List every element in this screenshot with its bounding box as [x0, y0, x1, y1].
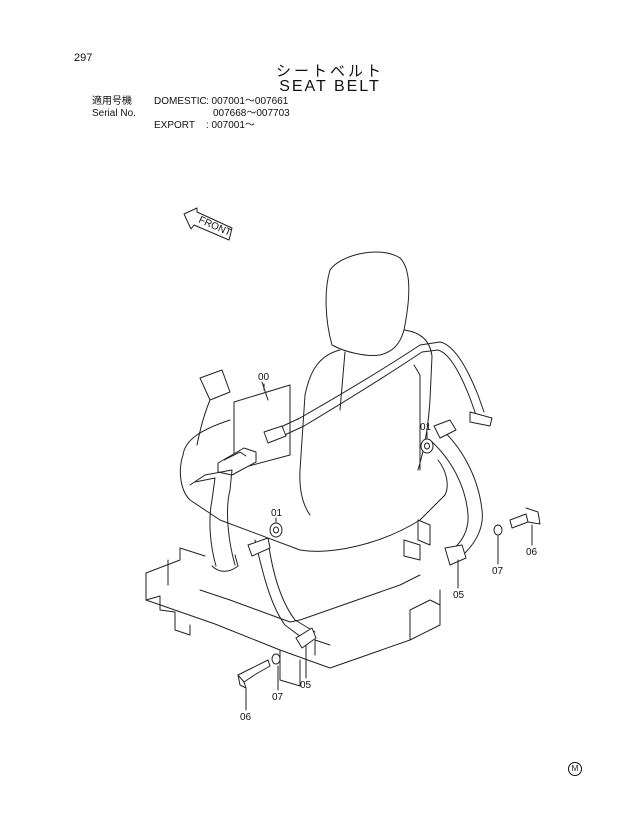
- seat-back: [299, 251, 433, 516]
- left-washer-part: [271, 653, 281, 665]
- callout-00: 00: [258, 372, 270, 383]
- serial-range-domestic-2: 007668～007703: [213, 108, 290, 119]
- front-arrow-icon: FRONT: [183, 207, 233, 241]
- serial-range-export: : 007001～: [206, 120, 255, 131]
- callout-06-right: 06: [526, 547, 538, 558]
- callout-07-left: 07: [272, 692, 284, 703]
- title-english: SEAT BELT: [279, 78, 381, 95]
- callout-01-right: 01: [420, 422, 432, 433]
- right-collar-part: [420, 438, 434, 454]
- callout-01-left: 01: [271, 508, 283, 519]
- seat-base-frame: [145, 547, 441, 687]
- serial-range-domestic: : 007001～007661: [206, 96, 289, 107]
- serial-type-domestic: DOMESTIC: [154, 96, 207, 107]
- front-label: FRONT: [197, 215, 233, 239]
- page-number: 297: [74, 52, 93, 64]
- callout-07-right: 07: [492, 566, 504, 577]
- buckle-assembly-box: [233, 381, 291, 471]
- left-bolt-part: [237, 659, 271, 689]
- callout-05-left: 05: [300, 680, 312, 691]
- callout-05-right: 05: [453, 590, 465, 601]
- callout-06-left: 06: [240, 712, 252, 723]
- serial-type-export: EXPORT: [154, 120, 195, 131]
- serial-no-label: Serial No.: [92, 108, 136, 119]
- left-collar-part: [269, 522, 283, 538]
- shoulder-belt-strap: [263, 341, 493, 444]
- corner-mark: M: [568, 762, 582, 776]
- right-bolt-part: [509, 507, 541, 529]
- left-lower-strap: [247, 537, 317, 649]
- applicable-label-jp: 適用号機: [92, 96, 132, 107]
- right-washer-part: [493, 524, 503, 536]
- seat-cushion: [179, 369, 448, 552]
- callout-leaders: [245, 383, 533, 711]
- right-lower-strap: [403, 419, 483, 566]
- left-buckle-strap: [189, 447, 257, 572]
- title-japanese: シートベルト: [275, 62, 384, 80]
